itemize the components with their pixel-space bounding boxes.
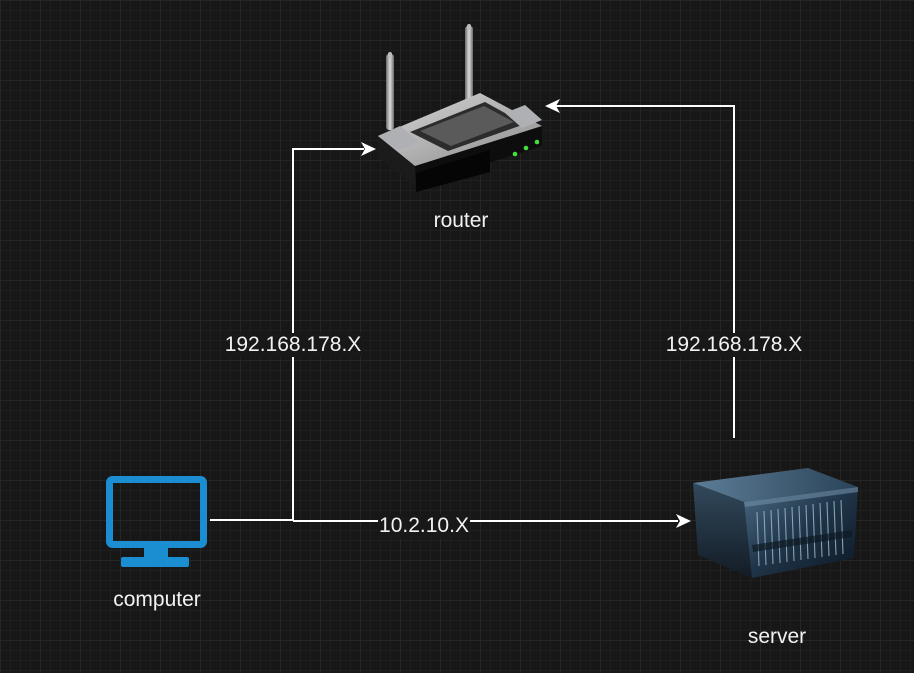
router-icon[interactable] xyxy=(378,24,542,192)
router-label: router xyxy=(433,209,489,232)
edge-computer-router[interactable] xyxy=(210,142,376,521)
edge-server-router[interactable] xyxy=(545,99,735,438)
arrowhead-icon xyxy=(545,99,560,113)
arrowhead-icon xyxy=(361,142,376,156)
server-rack-icon[interactable] xyxy=(693,468,858,578)
edge-label-computer-router: 192.168.178.X xyxy=(223,333,363,357)
arrowhead-icon xyxy=(676,514,691,528)
edge-label-server-router: 192.168.178.X xyxy=(664,333,804,357)
edge-label-computer-server: 10.2.10.X xyxy=(378,514,470,538)
server-label: server xyxy=(747,625,807,648)
edge-computer-server[interactable] xyxy=(293,514,691,528)
computer-label: computer xyxy=(113,588,201,611)
monitor-icon[interactable] xyxy=(106,476,207,568)
